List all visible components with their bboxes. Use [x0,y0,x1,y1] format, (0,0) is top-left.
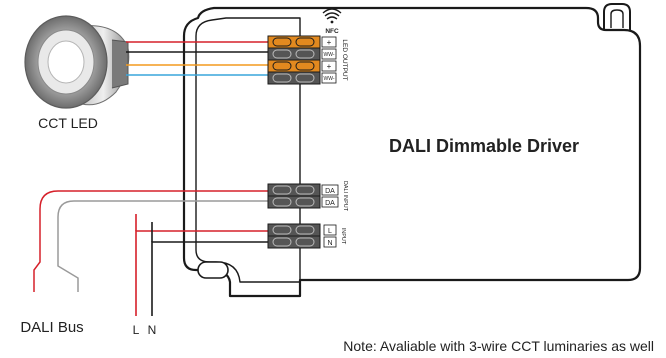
dali-terminal-2: DA [325,200,335,207]
ac-terminal-l: L [328,228,332,235]
dali-bus-label: DALI Bus [20,319,83,336]
dali-input-terminal-block [267,183,321,209]
mains-l-label: L [133,323,140,337]
led-terminal-3: + [327,62,332,71]
led-terminal-labels: + WW- + WW- [321,36,337,84]
led-wires [126,41,272,76]
ac-terminal-labels: L N [323,224,337,248]
dali-input-label: DALI INPUT [342,181,348,212]
led-terminal-4: WW- [323,76,334,82]
led-output-label: LED OUTPUT [341,39,348,80]
led-output-terminal-block [267,35,321,85]
mains-wires [135,214,272,316]
led-terminal-1: + [327,38,332,47]
cct-led-lamp [24,15,130,109]
ac-terminal-n: N [327,240,332,247]
dali-terminal-labels: DA DA [321,184,339,208]
nfc-icon [322,8,342,24]
driver-housing [182,3,642,298]
driver-title: DALI Dimmable Driver [389,136,579,156]
note-text: Note: Avaliable with 3-wire CCT luminari… [343,338,654,354]
ac-input-terminal-block [267,223,321,249]
dali-bus-wires [33,190,272,292]
cct-led-label: CCT LED [38,115,98,131]
nfc-label: NFC [325,28,339,35]
mains-n-label: N [148,323,157,337]
ac-input-label: INPUT [340,228,346,245]
dali-terminal-1: DA [325,188,335,195]
led-terminal-2: WW- [323,52,334,58]
